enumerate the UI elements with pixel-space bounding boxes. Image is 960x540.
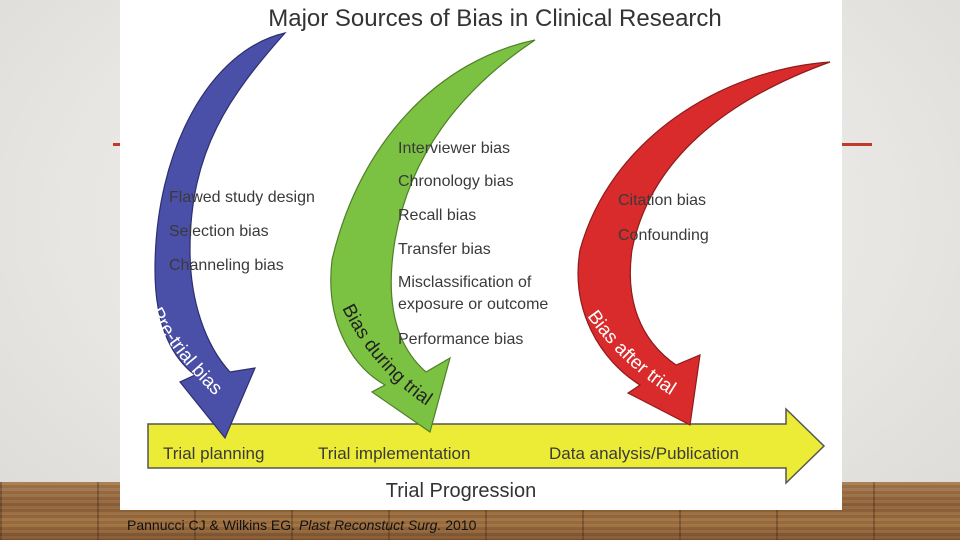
during-trial-bias-list: Interviewer bias Chronology bias Recall … [398, 140, 548, 348]
bias-item: Confounding [618, 227, 709, 244]
bias-item: Channeling bias [169, 257, 284, 274]
stage-labels: Trial planning Trial implementation Data… [163, 444, 739, 463]
timeline-arrow [147, 407, 826, 485]
stage-label-publication: Data analysis/Publication [549, 444, 739, 463]
accent-rule-right [838, 143, 872, 146]
bias-item: Interviewer bias [398, 140, 510, 157]
stage-label-implementation: Trial implementation [318, 444, 470, 463]
bias-item: Transfer bias [398, 241, 491, 258]
citation-authors: Pannucci CJ & Wilkins EG. [127, 517, 299, 533]
during-trial-arrow [330, 39, 536, 433]
bias-item: Performance bias [398, 331, 523, 348]
bias-item: Citation bias [618, 192, 706, 209]
bias-item: Flawed study design [169, 189, 315, 206]
timeline-label: Trial Progression [386, 480, 536, 502]
accent-rule-left [113, 143, 125, 146]
after-trial-bias-list: Citation bias Confounding [618, 192, 709, 244]
after-trial-arrow [577, 61, 831, 426]
stage-label-planning: Trial planning [163, 444, 264, 463]
bias-item: Misclassification of [398, 274, 532, 291]
pre-trial-arrow [154, 31, 287, 440]
bias-item: Recall bias [398, 207, 476, 224]
pre-trial-bias-list: Flawed study design Selection bias Chann… [169, 189, 315, 274]
bias-item: Chronology bias [398, 173, 514, 190]
citation-year: 2010 [441, 517, 477, 533]
citation-journal: Plast Reconstuct Surg. [298, 517, 442, 533]
diagram-title: Major Sources of Bias in Clinical Resear… [268, 5, 722, 32]
bias-item: exposure or outcome [398, 296, 548, 313]
bias-item: Selection bias [169, 223, 269, 240]
citation-caption: Pannucci CJ & Wilkins EG. Plast Reconstu… [127, 517, 476, 533]
